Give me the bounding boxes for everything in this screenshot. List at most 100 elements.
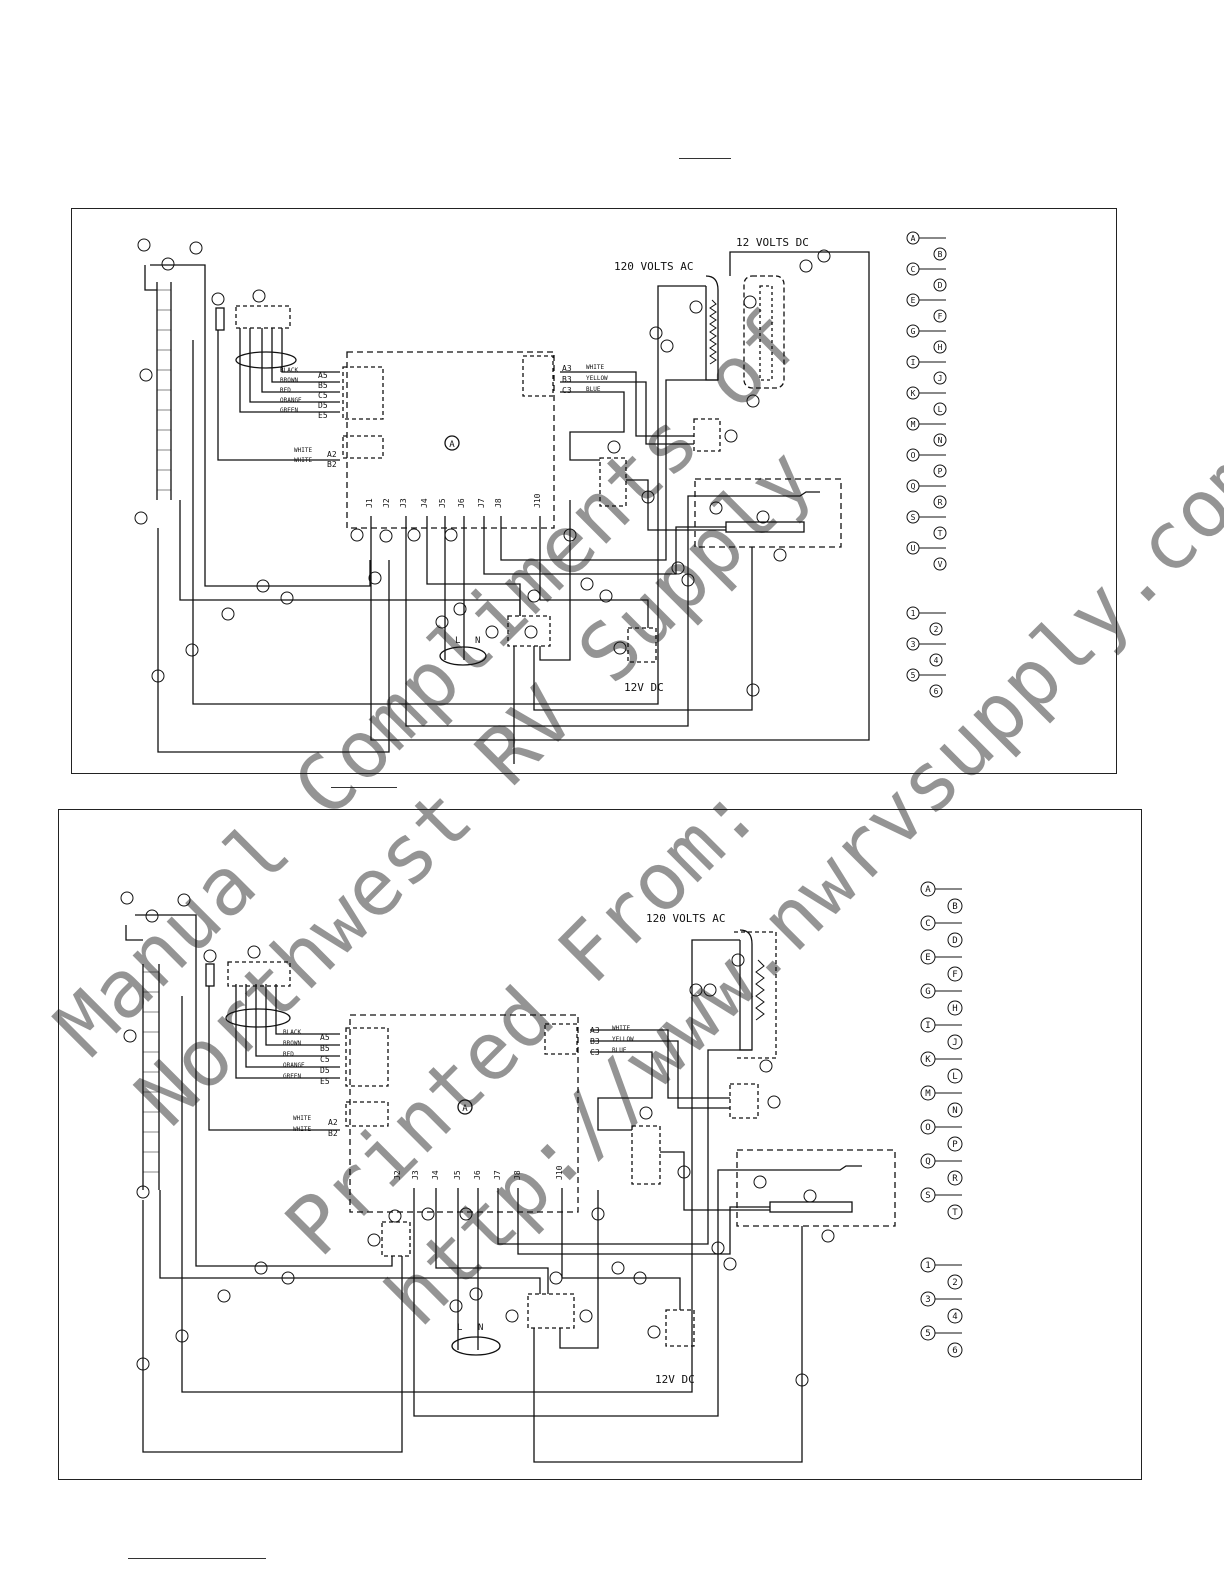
- pin-label: E5: [318, 411, 328, 420]
- ac-heater-coil: [709, 299, 717, 365]
- wire-color: ORANGE: [283, 1062, 305, 1069]
- wire: [255, 984, 340, 1057]
- terminal-block-j: [527, 1293, 575, 1329]
- legend-letter: L: [952, 1072, 957, 1082]
- legend-letter: G: [925, 987, 930, 997]
- header-rule: [679, 158, 731, 159]
- legend-letter: K: [911, 389, 916, 398]
- legend-number: 6: [934, 687, 939, 696]
- legend-number: 3: [911, 640, 916, 649]
- neutral-label: N: [478, 1323, 483, 1333]
- wire-color: RED: [280, 387, 291, 394]
- legend-number: 5: [925, 1329, 930, 1339]
- legend-letter: I: [911, 358, 916, 367]
- footer-rule: [128, 1558, 266, 1559]
- terminal-label: J5: [438, 498, 447, 508]
- legend-number: 4: [934, 656, 939, 665]
- voltage-dc-label: 12 VOLTS DC: [736, 236, 809, 249]
- legend-letter: P: [938, 467, 943, 476]
- legend-2-text: A B C D E F G H I J K L M N O P Q R S T …: [925, 885, 958, 1356]
- legend-letter: J: [952, 1038, 957, 1048]
- wire: [217, 330, 340, 461]
- terminal-block-j: [507, 615, 551, 647]
- pin-label: B5: [320, 1044, 330, 1053]
- pin-label: B5: [318, 381, 328, 390]
- terminal-label: J2: [382, 498, 391, 508]
- wiring-diagram-bottom: [58, 809, 1142, 1480]
- legend-letter: H: [952, 1004, 957, 1014]
- thermostat-assembly: [694, 478, 842, 548]
- legend-letter: A: [925, 885, 931, 895]
- legend-letter: N: [938, 436, 943, 445]
- line-label: L: [457, 1323, 462, 1333]
- terminal-label: J4: [420, 498, 429, 508]
- connector-b: [227, 961, 291, 987]
- wire: [208, 986, 340, 1131]
- legend-letter: S: [911, 513, 916, 522]
- wire: [561, 1188, 681, 1310]
- wire: [142, 1200, 403, 1453]
- switch-e: [599, 457, 627, 507]
- wire: [660, 1151, 770, 1211]
- legend-letter: C: [925, 919, 930, 929]
- legend-letter: R: [952, 1174, 958, 1184]
- power-cord-loop: [451, 1336, 501, 1356]
- legend-number: 1: [911, 609, 916, 618]
- harness-loop: [225, 1008, 291, 1028]
- neutral-label: N: [475, 636, 480, 646]
- legend-letter: K: [925, 1055, 931, 1065]
- diagram-1: A A5 B5 C5 D5 E5 BLACK BROWN RED ORANGE …: [134, 231, 947, 764]
- pin-label: E5: [320, 1077, 330, 1086]
- sensor-s-ridges: [157, 289, 171, 491]
- legend-1-text: A B C D E F G H I J K L M N O P Q R S T …: [911, 234, 943, 696]
- board-marker: [444, 435, 460, 451]
- legend-letter: B: [938, 250, 943, 259]
- connector-a5-e5: [345, 1027, 389, 1087]
- legend-letter: M: [911, 420, 916, 429]
- legend-number: 2: [952, 1278, 957, 1288]
- wire: [559, 1190, 599, 1349]
- connector-b: [235, 305, 291, 329]
- thermocouple: [706, 491, 820, 497]
- wire-color: YELLOW: [586, 375, 608, 382]
- legend-letter: S: [925, 1191, 930, 1201]
- legend-letter: A: [911, 234, 916, 243]
- legend-letter: N: [952, 1106, 957, 1116]
- wire: [150, 264, 371, 587]
- gas-valve: [769, 1201, 853, 1213]
- wire: [539, 516, 649, 628]
- wire: [144, 265, 157, 291]
- legend-1: [906, 231, 947, 698]
- legend-letter: G: [911, 327, 916, 336]
- wire: [261, 328, 340, 393]
- pin-label: B2: [328, 1129, 338, 1138]
- wire-color: BLUE: [586, 386, 601, 393]
- wire: [426, 516, 521, 616]
- legend-2: [920, 881, 963, 1358]
- connector-a3-c3: [544, 1023, 578, 1055]
- component-d: [729, 1083, 759, 1119]
- terminal-label: J7: [493, 1170, 502, 1180]
- legend-letter: I: [925, 1021, 930, 1031]
- wire: [590, 1040, 730, 1109]
- legend-letter: T: [938, 529, 943, 538]
- wire: [265, 984, 340, 1046]
- terminal-label: J1: [365, 498, 374, 508]
- wire-color: BROWN: [283, 1040, 301, 1047]
- wire: [413, 1169, 748, 1417]
- pin-label: B3: [562, 375, 572, 384]
- legend-number: 6: [952, 1346, 957, 1356]
- wire-color: WHITE: [293, 1115, 311, 1122]
- wire: [517, 1188, 770, 1255]
- legend-letter: E: [911, 296, 916, 305]
- terminal-label: J8: [513, 1170, 522, 1180]
- ac-heater: [739, 929, 753, 1051]
- wire: [239, 328, 340, 413]
- wire-color: BLACK: [283, 1029, 301, 1036]
- legend-letter: J: [938, 374, 943, 383]
- wire: [435, 1188, 549, 1294]
- legend-letter: V: [938, 560, 943, 569]
- legend-letter: E: [925, 953, 930, 963]
- wiring-diagram-top: [71, 208, 1117, 774]
